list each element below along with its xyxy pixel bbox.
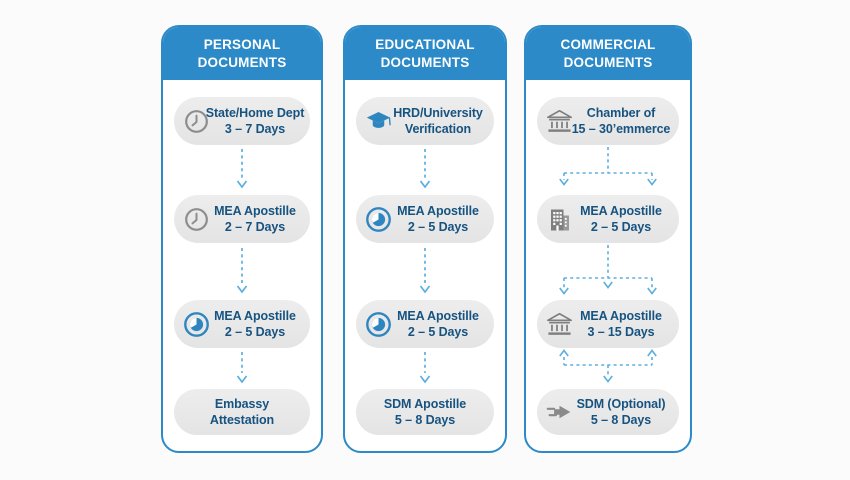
- step-pill-mea-apostille-2: MEA Apostille 2 – 5 Days: [356, 300, 494, 348]
- step-pill-sdm-apostille: SDM Apostille 5 – 8 Days: [356, 389, 494, 435]
- educational-documents-header: EDUCATIONAL DOCUMENTS: [345, 27, 505, 81]
- badge-icon: [365, 206, 392, 233]
- header-line2: DOCUMENTS: [563, 55, 653, 71]
- step-pill-chamber-of-commerce: Chamber of 15 – 30’emmerce: [537, 97, 679, 145]
- step-pill-mea-apostille-2: MEA Apostille 2 – 5 Days: [174, 300, 310, 348]
- step-label: State/Home Dept 3 – 7 Days: [205, 105, 305, 137]
- down-arrow-icon: [418, 247, 432, 295]
- educational-documents-card: EDUCATIONAL DOCUMENTS HRD/University Ver…: [343, 25, 507, 453]
- step-pill-embassy-attestation: Embassy Attestation: [174, 389, 310, 435]
- clock-icon: [183, 108, 210, 135]
- branched-connector-arrows: [559, 147, 657, 383]
- down-arrow-icon: [418, 351, 432, 384]
- building-icon: [546, 206, 573, 233]
- graduation-cap-icon: [365, 108, 392, 135]
- step-label: Chamber of 15 – 30’emmerce: [571, 105, 671, 137]
- step-label: SDM (Optional) 5 – 8 Days: [576, 396, 666, 428]
- commercial-documents-card: COMMERCIAL DOCUMENTS: [524, 25, 692, 453]
- header-line2: DOCUMENTS: [197, 55, 287, 71]
- commercial-documents-header: COMMERCIAL DOCUMENTS: [526, 27, 690, 81]
- step-label: MEA Apostille 2 – 5 Days: [580, 203, 662, 235]
- step-pill-mea-apostille-1: MEA Apostille 2 – 7 Days: [174, 195, 310, 243]
- apostille-process-board: PERSONAL DOCUMENTS State/Home Dept 3 – 7…: [161, 25, 692, 453]
- step-label: MEA Apostille 3 – 15 Days: [580, 308, 662, 340]
- header-line1: PERSONAL: [203, 37, 281, 52]
- fast-arrow-icon: [546, 399, 573, 426]
- step-label: MEA Apostille 2 – 5 Days: [397, 308, 479, 340]
- step-label: MEA Apostille 2 – 7 Days: [214, 203, 296, 235]
- step-pill-mea-apostille-2: MEA Apostille 3 – 15 Days: [537, 300, 679, 348]
- badge-icon: [183, 311, 210, 338]
- bank-icon: [546, 108, 573, 135]
- step-label: SDM Apostille 5 – 8 Days: [383, 396, 467, 428]
- step-label: MEA Apostille 2 – 5 Days: [214, 308, 296, 340]
- header-line1: EDUCATIONAL: [375, 37, 475, 52]
- clock-icon: [183, 206, 210, 233]
- personal-documents-header: PERSONAL DOCUMENTS: [163, 27, 321, 81]
- step-label: MEA Apostille 2 – 5 Days: [397, 203, 479, 235]
- step-pill-hrd-verification: HRD/University Verification: [356, 97, 494, 145]
- step-pill-mea-apostille-1: MEA Apostille 2 – 5 Days: [537, 195, 679, 243]
- step-pill-mea-apostille-1: MEA Apostille 2 – 5 Days: [356, 195, 494, 243]
- down-arrow-icon: [235, 247, 249, 295]
- personal-documents-card: PERSONAL DOCUMENTS State/Home Dept 3 – 7…: [161, 25, 323, 453]
- down-arrow-icon: [235, 148, 249, 190]
- badge-icon: [365, 311, 392, 338]
- down-arrow-icon: [418, 148, 432, 190]
- header-line2: DOCUMENTS: [380, 55, 470, 71]
- bank-icon: [546, 311, 573, 338]
- step-pill-sdm-optional: SDM (Optional) 5 – 8 Days: [537, 389, 679, 435]
- step-label: Embassy Attestation: [209, 396, 275, 428]
- header-line1: COMMERCIAL: [560, 37, 656, 52]
- down-arrow-icon: [235, 351, 249, 384]
- step-pill-state-home-dept: State/Home Dept 3 – 7 Days: [174, 97, 310, 145]
- step-label: HRD/University Verification: [393, 105, 483, 137]
